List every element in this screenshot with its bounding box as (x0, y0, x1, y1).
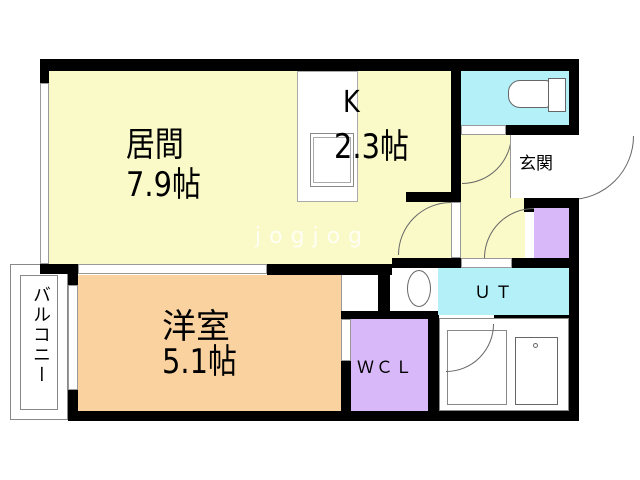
western-room (78, 275, 341, 411)
ut-door[interactable] (461, 258, 512, 268)
window-left (40, 83, 49, 264)
wall-middle-left (40, 264, 78, 274)
watermark: jogjog (255, 224, 371, 249)
entrance (510, 135, 569, 198)
living-room-size: 7.9帖 (126, 165, 201, 205)
toilet-icon (508, 80, 550, 108)
toilet-tank (548, 78, 566, 112)
wall-toilet-bottom (506, 125, 579, 135)
bath-drain-icon (533, 343, 538, 348)
living-room-name: 居間 (126, 125, 184, 165)
sink (310, 133, 354, 187)
wall-closet-top (524, 198, 579, 208)
wall-left-top (40, 59, 49, 83)
balcony-inner (20, 275, 58, 410)
kitchen-counter (297, 71, 358, 202)
wall-kitchen-stub (406, 192, 461, 202)
wcl-door[interactable] (341, 319, 351, 361)
wall-closet-left (524, 198, 534, 212)
wall-wcl-left (341, 361, 351, 411)
wall-right-lower (569, 198, 579, 421)
toilet-door[interactable] (461, 125, 506, 135)
unit-toilet-label: ＵＴ (474, 283, 516, 303)
wall-wcl-right (428, 311, 439, 411)
balcony-label: バルコニー (30, 285, 51, 385)
wall-bottom (68, 411, 579, 421)
entrance-label: 玄関 (519, 154, 553, 174)
wall-kitchen-right (451, 59, 461, 202)
storage-space (341, 275, 378, 311)
unit-toilet (438, 268, 569, 315)
wall-wcl-top (341, 311, 439, 319)
window-western (68, 285, 78, 390)
shoe-closet (534, 208, 569, 258)
kitchen-size: 2.3帖 (334, 127, 409, 167)
western-room-name: 洋室 (162, 307, 230, 347)
wcl-label: ＷＣＬ (357, 358, 414, 378)
window-middle (78, 264, 267, 274)
washbasin-icon (407, 270, 431, 307)
sink-inner (313, 137, 351, 183)
wcl (351, 319, 428, 411)
wall-top (40, 59, 579, 71)
bathtub (515, 337, 558, 405)
kitchen-name: K (343, 85, 360, 120)
wall-middle (267, 264, 392, 275)
wall-pillar (378, 264, 390, 312)
western-room-size: 5.1帖 (162, 342, 237, 382)
balcony (10, 264, 68, 420)
living-door-frame (451, 202, 461, 258)
wall-right (569, 59, 579, 135)
living-room (49, 71, 451, 264)
